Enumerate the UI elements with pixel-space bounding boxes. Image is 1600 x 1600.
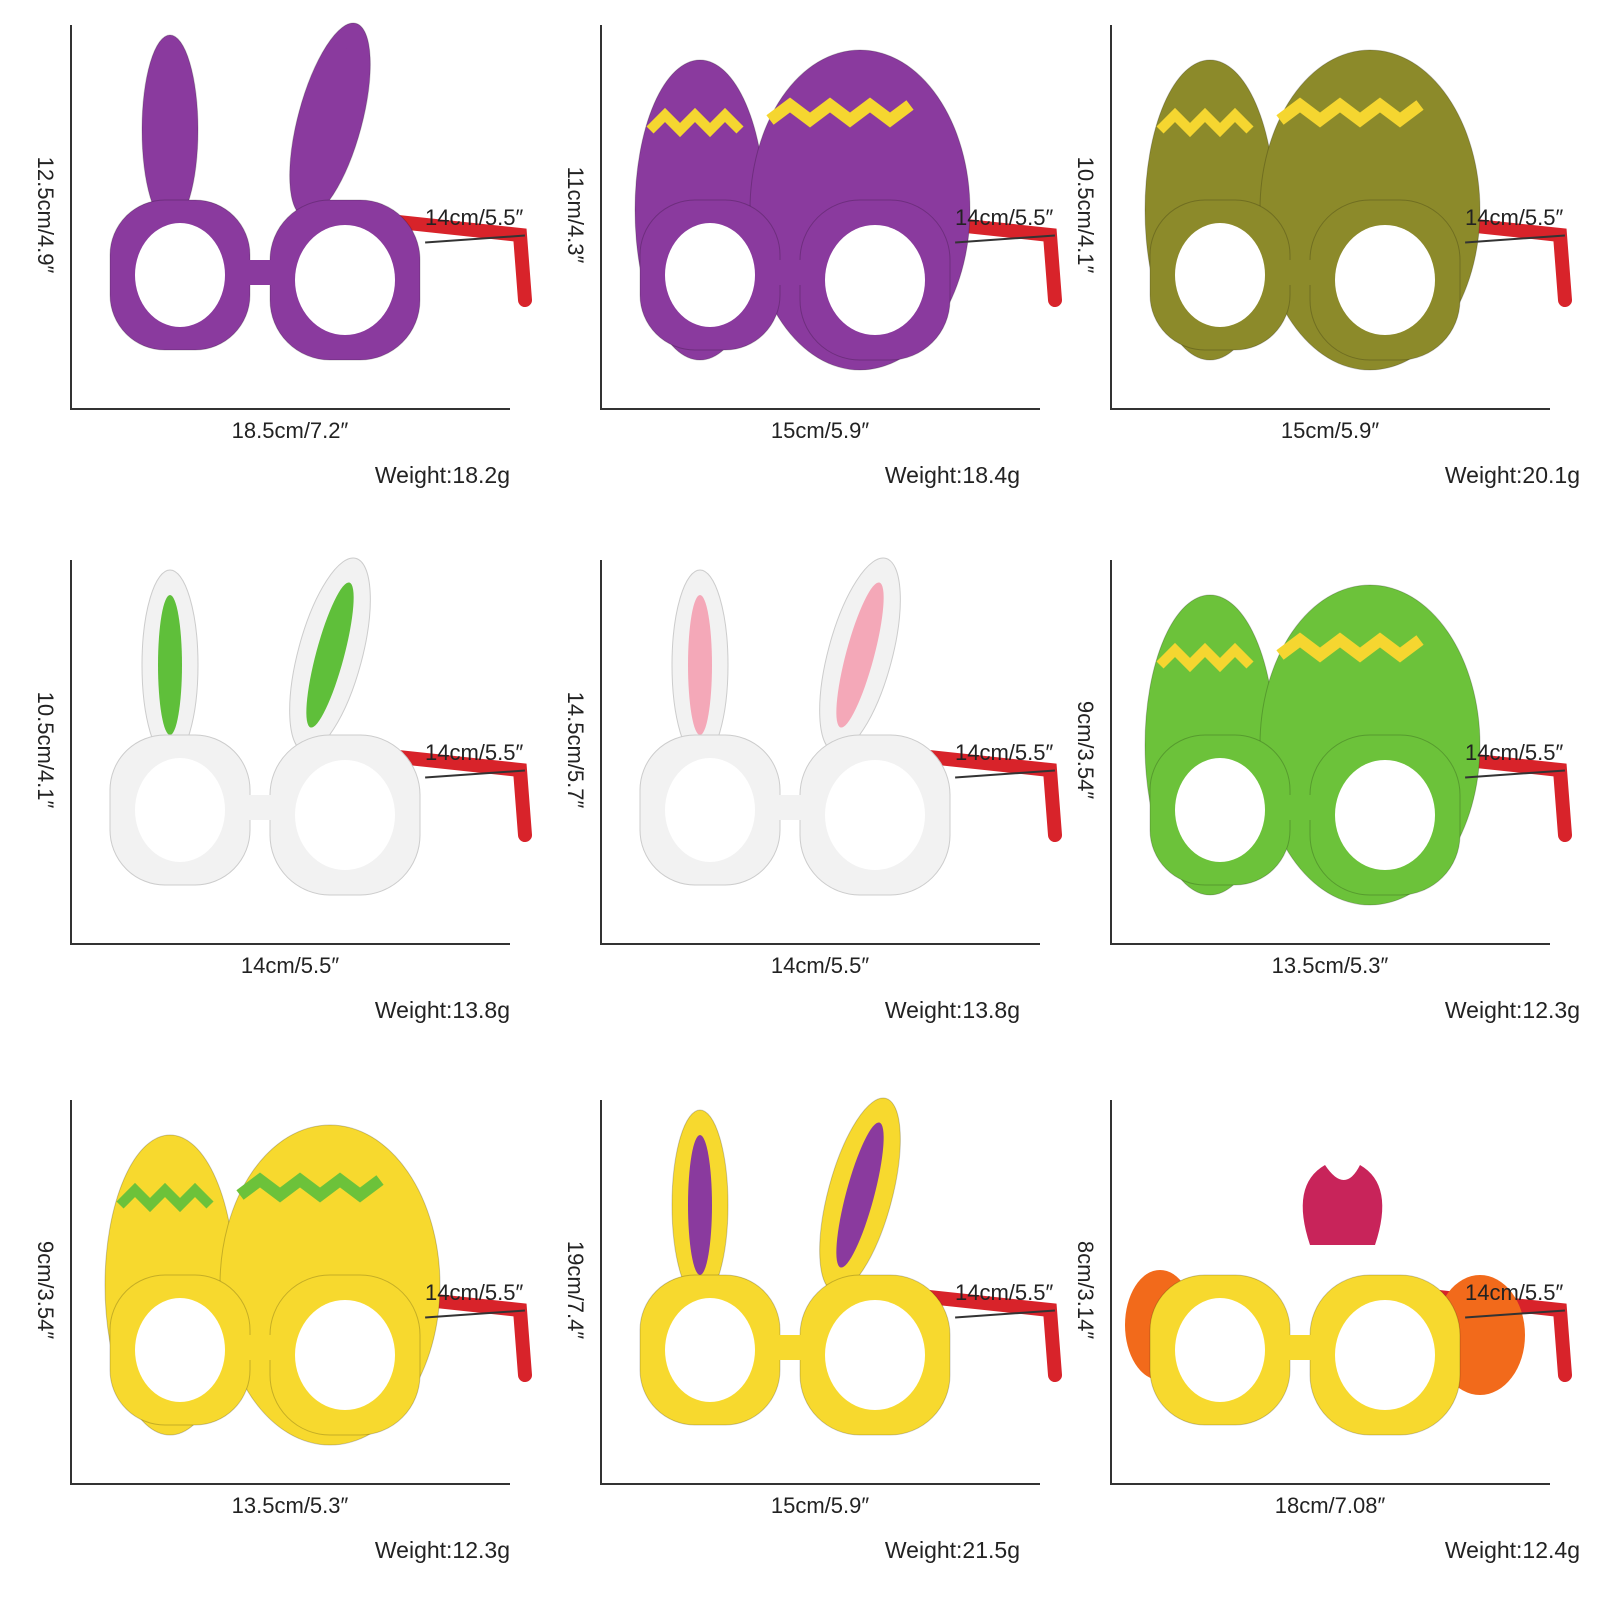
height-dimension-line [1110, 25, 1112, 410]
width-dimension-line [1110, 943, 1550, 945]
weight-label: Weight:21.5g [884, 1537, 1020, 1563]
width-dimension-line [1110, 408, 1550, 410]
height-label: 10.5cm/4.1″ [33, 691, 58, 809]
height-dimension-line [600, 560, 602, 945]
height-dimension-line [70, 1100, 72, 1485]
weight-label: Weight:13.8g [374, 997, 510, 1023]
width-label: 13.5cm/5.3″ [231, 1493, 349, 1518]
product-panel: 9cm/3.54″ 13.5cm/5.3″ 14cm/5.5″ Weight:1… [1040, 535, 1600, 1075]
weight-label: Weight:13.8g [884, 997, 1020, 1023]
product-panel: 19cm/7.4″ 15cm/5.9″ 14cm/5.5″ Weight:21.… [530, 1075, 1062, 1600]
width-dimension-line [70, 943, 510, 945]
width-label: 15cm/5.9″ [770, 1493, 870, 1518]
height-dimension-line [1110, 560, 1112, 945]
height-dimension-line [1110, 1100, 1112, 1485]
temple-length-label: 14cm/5.5″ [955, 205, 1054, 230]
glasses-image [1144, 584, 1572, 906]
product-panel: 14.5cm/5.7″ 14cm/5.5″ 14cm/5.5″ Weight:1… [530, 535, 1062, 1075]
width-label: 18cm/7.08″ [1274, 1493, 1386, 1518]
height-label: 12.5cm/4.9″ [33, 156, 58, 274]
temple-length-label: 14cm/5.5″ [425, 1280, 524, 1305]
height-label: 11cm/4.3″ [563, 166, 588, 264]
glasses-image [109, 22, 532, 361]
height-dimension-line [600, 25, 602, 410]
temple-length-label: 14cm/5.5″ [425, 740, 524, 765]
temple-length-label: 14cm/5.5″ [1465, 205, 1564, 230]
width-label: 14cm/5.5″ [240, 953, 340, 978]
height-dimension-line [600, 1100, 602, 1485]
weight-label: Weight:20.1g [1444, 462, 1580, 488]
glasses-image [104, 1124, 532, 1446]
width-label: 15cm/5.9″ [1280, 418, 1380, 443]
width-dimension-line [600, 408, 1040, 410]
height-label: 19cm/7.4″ [563, 1240, 588, 1340]
glasses-image [1125, 1165, 1572, 1436]
height-dimension-line [70, 25, 72, 410]
height-label: 8cm/3.14″ [1073, 1240, 1098, 1340]
height-dimension-line [70, 560, 72, 945]
glasses-image [639, 1097, 1062, 1436]
weight-label: Weight:18.4g [884, 462, 1020, 488]
height-label: 14.5cm/5.7″ [563, 691, 588, 809]
temple-length-label: 14cm/5.5″ [955, 740, 1054, 765]
temple-length-label: 14cm/5.5″ [955, 1280, 1054, 1305]
temple-length-label: 14cm/5.5″ [425, 205, 524, 230]
width-label: 18.5cm/7.2″ [231, 418, 349, 443]
product-panel: 11cm/4.3″ 15cm/5.9″ 14cm/5.5″ Weight:18.… [530, 0, 1062, 535]
width-label: 15cm/5.9″ [770, 418, 870, 443]
product-panel: 8cm/3.14″ 18cm/7.08″ 14cm/5.5″ Weight:12… [1040, 1075, 1600, 1600]
width-dimension-line [600, 943, 1040, 945]
weight-label: Weight:12.3g [1444, 997, 1580, 1023]
product-panel: 10.5cm/4.1″ 14cm/5.5″ 14cm/5.5″ Weight:1… [0, 535, 532, 1075]
glasses-image [1144, 49, 1572, 371]
weight-label: Weight:12.3g [374, 1537, 510, 1563]
height-label: 9cm/3.54″ [1073, 700, 1098, 800]
temple-length-label: 14cm/5.5″ [1465, 1280, 1564, 1305]
height-label: 10.5cm/4.1″ [1073, 156, 1098, 274]
width-dimension-line [1110, 1483, 1550, 1485]
weight-label: Weight:12.4g [1444, 1537, 1580, 1563]
glasses-image [639, 557, 1062, 896]
weight-label: Weight:18.2g [374, 462, 510, 488]
width-dimension-line [600, 1483, 1040, 1485]
width-dimension-line [70, 1483, 510, 1485]
product-panel: 10.5cm/4.1″ 15cm/5.9″ 14cm/5.5″ Weight:2… [1040, 0, 1600, 535]
height-label: 9cm/3.54″ [33, 1240, 58, 1340]
product-panel: 9cm/3.54″ 13.5cm/5.3″ 14cm/5.5″ Weight:1… [0, 1075, 532, 1600]
glasses-image [109, 557, 532, 896]
temple-length-label: 14cm/5.5″ [1465, 740, 1564, 765]
width-label: 13.5cm/5.3″ [1271, 953, 1389, 978]
width-label: 14cm/5.5″ [770, 953, 870, 978]
width-dimension-line [70, 408, 510, 410]
product-panel: 12.5cm/4.9″ 18.5cm/7.2″ 14cm/5.5″ Weight… [0, 0, 532, 535]
